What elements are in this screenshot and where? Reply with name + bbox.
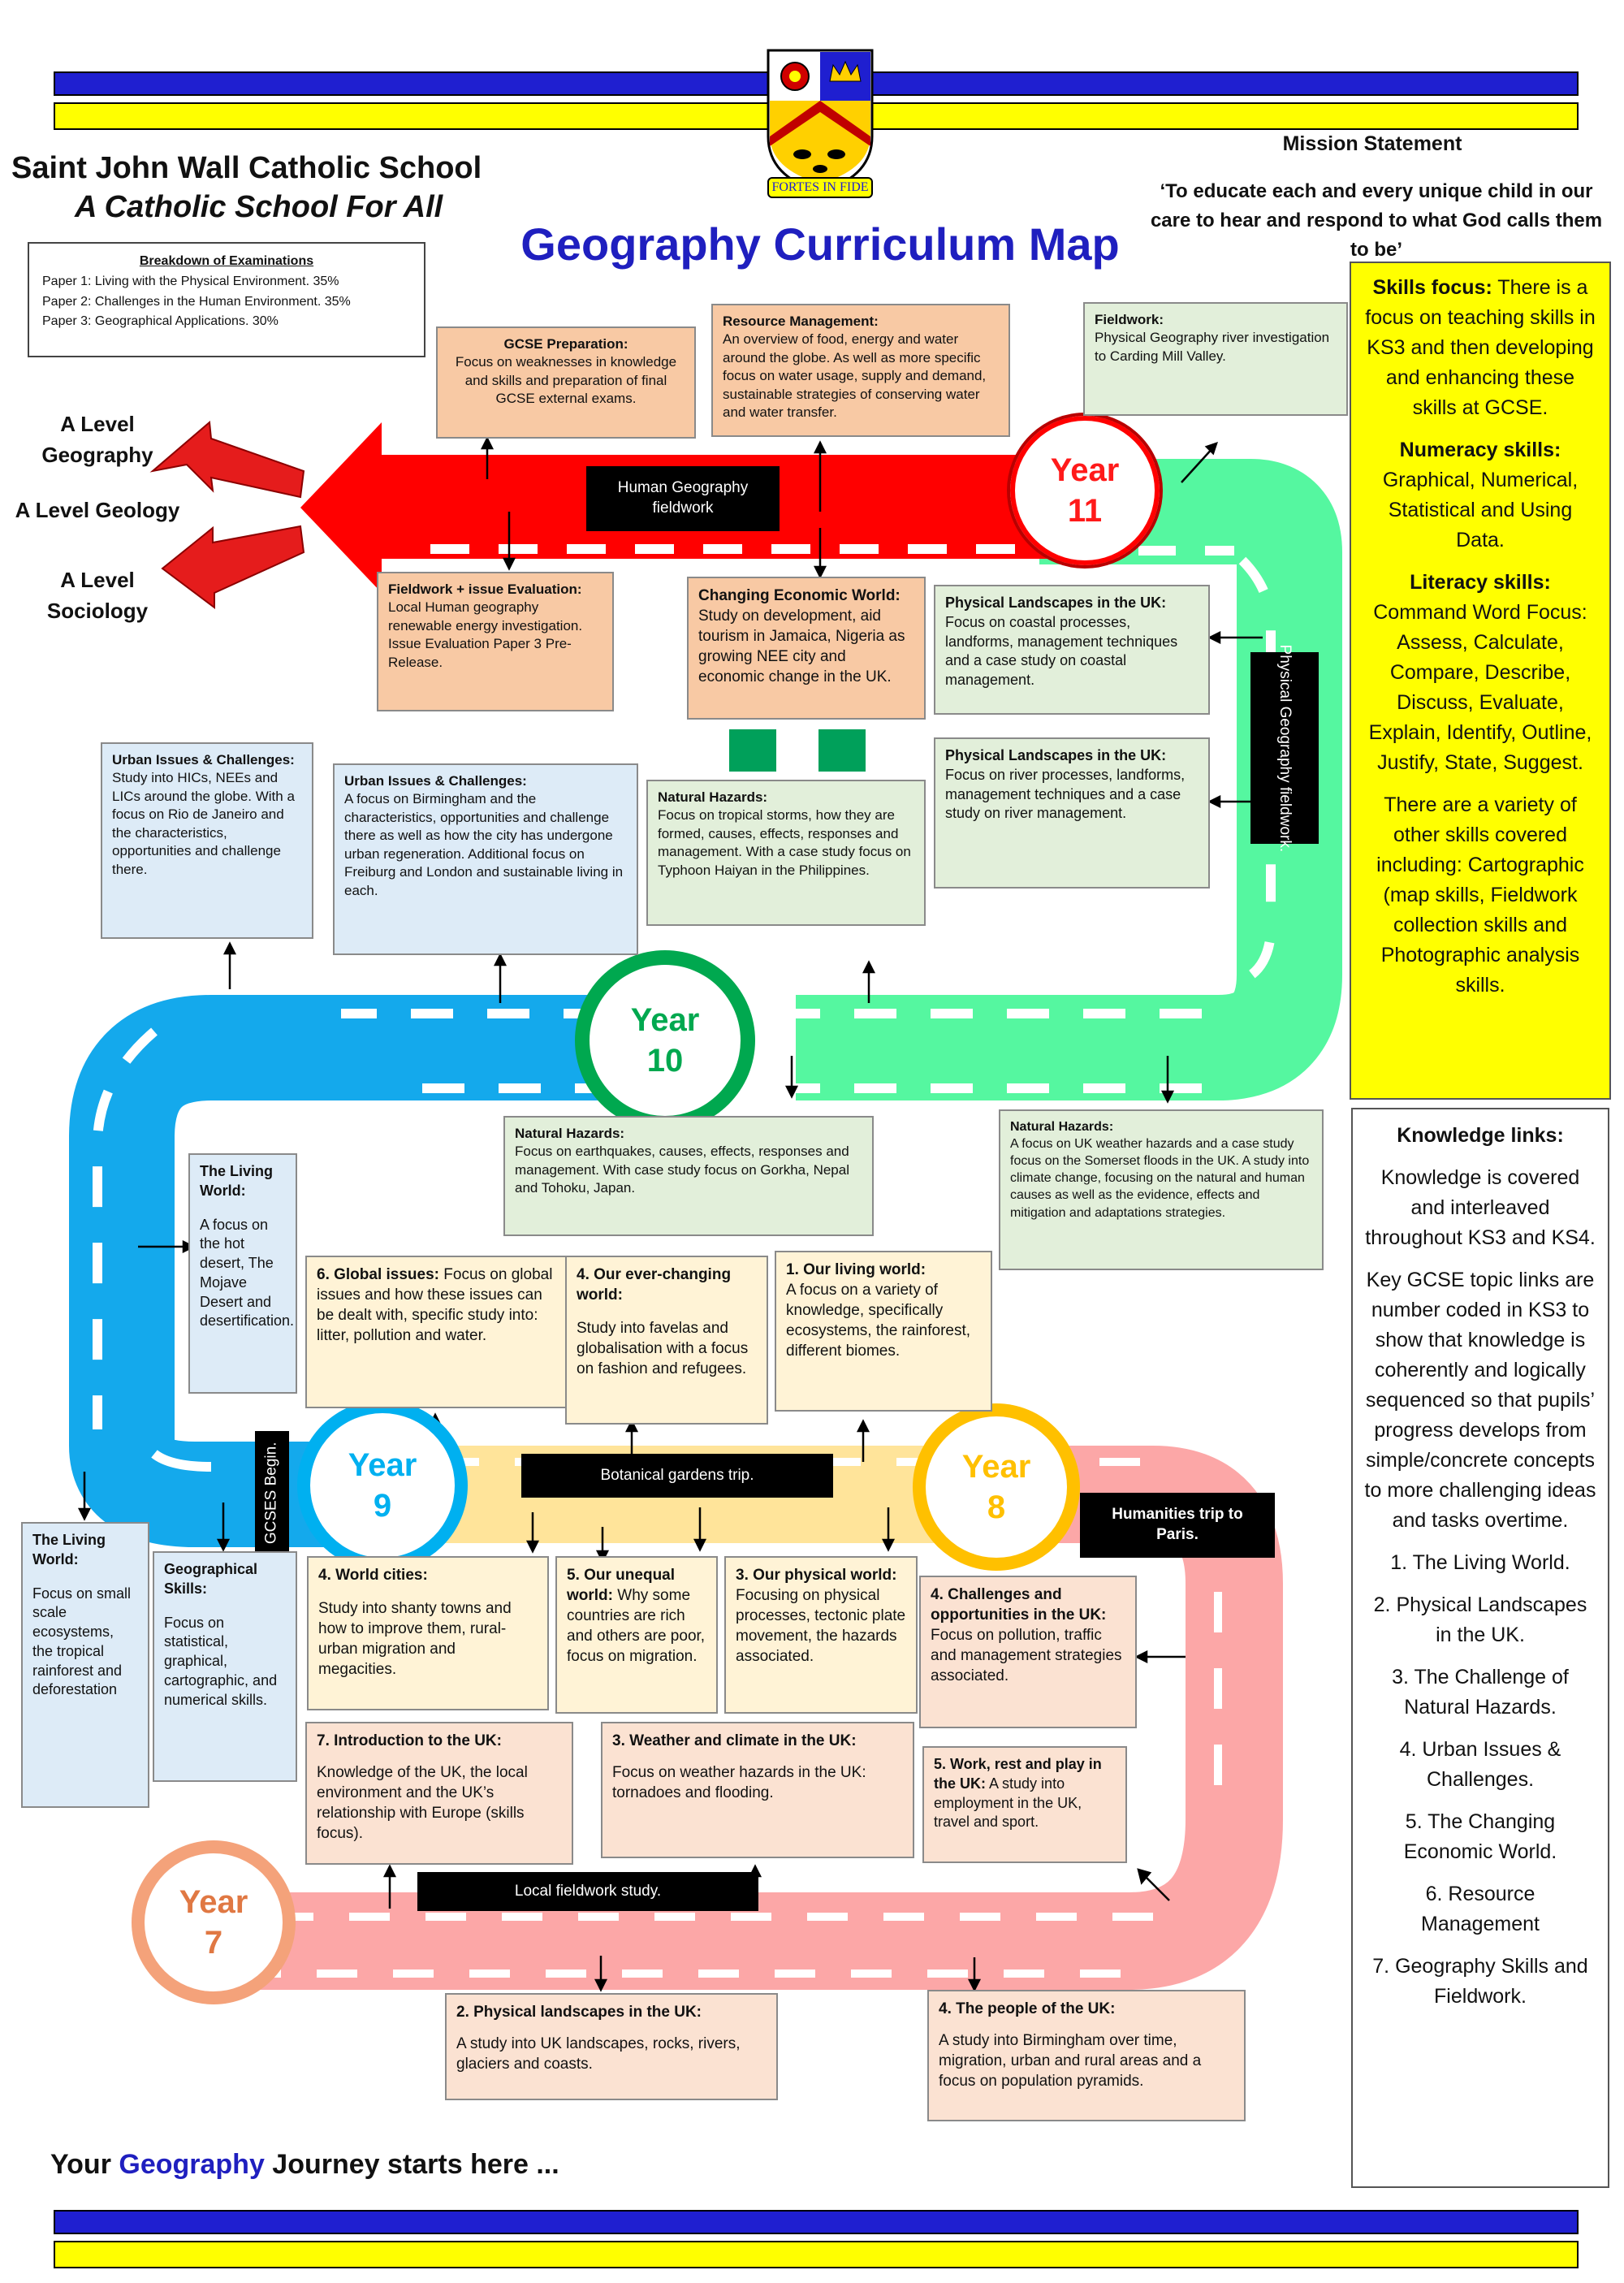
footer-yellow-band bbox=[54, 2241, 1579, 2268]
box-ever-changing-world: 4. Our ever-changing world:Study into fa… bbox=[565, 1256, 768, 1425]
road-year10-blue bbox=[68, 995, 698, 1547]
exam-paper-2: Paper 2: Challenges in the Human Environ… bbox=[42, 294, 351, 309]
knowledge-topic-4: 4. Urban Issues & Challenges. bbox=[1399, 1738, 1561, 1791]
box-living-world-ecosystems: The Living World:Focus on small scale ec… bbox=[21, 1522, 149, 1808]
knowledge-topic-6: 6. Resource Management bbox=[1421, 1883, 1540, 1935]
mission-text: ‘To educate each and every unique child … bbox=[1150, 180, 1603, 261]
box-global-issues: 6. Global issues: Focus on global issues… bbox=[305, 1256, 567, 1408]
knowledge-links-panel: Knowledge links: Knowledge is covered an… bbox=[1351, 1108, 1609, 2188]
footer-blue-band bbox=[54, 2210, 1579, 2234]
box-urban-issues-rio: Urban Issues & Challenges:Study into HIC… bbox=[101, 742, 313, 939]
box-urban-issues-birmingham: Urban Issues & Challenges:A focus on Bir… bbox=[333, 763, 638, 955]
exam-breakdown-box: Breakdown of Examinations Paper 1: Livin… bbox=[28, 242, 425, 357]
journey-tagline: Your Geography Journey starts here ... bbox=[50, 2149, 559, 2180]
box-natural-hazards-storms: Natural Hazards:Focus on tropical storms… bbox=[646, 780, 926, 926]
box-our-living-world: 1. Our living world:A focus on a variety… bbox=[775, 1251, 992, 1412]
box-unequal-world: 5. Our unequal world: Why some countries… bbox=[555, 1556, 718, 1714]
page-title: Geography Curriculum Map bbox=[520, 218, 1120, 270]
school-name: Saint John Wall Catholic School bbox=[11, 151, 482, 185]
knowledge-topic-2: 2. Physical Landscapes in the UK. bbox=[1373, 1593, 1587, 1646]
knowledge-topic-3: 3. The Challenge of Natural Hazards. bbox=[1392, 1666, 1569, 1719]
arrow-a-level-geography bbox=[149, 420, 305, 499]
arrow-a-level-sociology bbox=[161, 525, 305, 609]
literacy-skills: Literacy skills:Command Word Focus: Asse… bbox=[1368, 571, 1592, 774]
box-world-cities: 4. World cities:Study into shanty towns … bbox=[307, 1556, 549, 1710]
knowledge-topic-1: 1. The Living World. bbox=[1390, 1551, 1570, 1574]
a-level-sociology: A Level Sociology bbox=[46, 568, 149, 623]
box-natural-hazards-uk: Natural Hazards:A focus on UK weather ha… bbox=[999, 1109, 1324, 1270]
knowledge-p1: Knowledge is covered and interleaved thr… bbox=[1365, 1166, 1596, 1249]
knowledge-topic-7: 7. Geography Skills and Fieldwork. bbox=[1372, 1955, 1588, 2008]
box-physical-world: 3. Our physical world:Focusing on physic… bbox=[724, 1556, 918, 1714]
box-people-of-uk: 4. The people of the UK:A study into Bir… bbox=[927, 1990, 1246, 2121]
mission-heading: Mission Statement bbox=[1282, 132, 1462, 155]
knowledge-p2: Key GCSE topic links are number coded in… bbox=[1364, 1269, 1596, 1532]
skills-panel: Skills focus: There is a focus on teachi… bbox=[1350, 262, 1611, 1100]
box-geographical-skills: Geographical Skills:Focus on statistical… bbox=[153, 1551, 297, 1782]
knowledge-topic-5: 5. The Changing Economic World. bbox=[1403, 1810, 1557, 1863]
gcses-begin-label: GCSES Begin. bbox=[255, 1431, 289, 1554]
local-fieldwork-label: Local fieldwork study. bbox=[417, 1872, 758, 1911]
box-changing-economic-world: Changing Economic World:Study on develop… bbox=[687, 577, 926, 720]
box-introduction-uk: 7. Introduction to the UK:Knowledge of t… bbox=[305, 1722, 573, 1865]
a-level-geography: A Level Geography bbox=[41, 412, 153, 467]
box-fieldwork-year11: Fieldwork:Physical Geography river inves… bbox=[1083, 302, 1348, 416]
school-crest bbox=[763, 47, 877, 201]
exam-paper-1: Paper 1: Living with the Physical Enviro… bbox=[42, 274, 339, 288]
crest-motto: FORTES IN FIDE bbox=[767, 177, 873, 198]
box-physical-landscapes-uk: 2. Physical landscapes in the UK:A study… bbox=[445, 1993, 778, 2100]
human-fieldwork-label: Human Geography fieldwork bbox=[586, 466, 780, 531]
paris-trip-label: Humanities trip to Paris. bbox=[1080, 1493, 1275, 1558]
botanical-trip-label: Botanical gardens trip. bbox=[521, 1454, 833, 1498]
red-arrowhead bbox=[300, 422, 382, 593]
box-weather-climate-uk: 3. Weather and climate in the UK:Focus o… bbox=[601, 1722, 914, 1858]
box-physical-landscapes-coastal: Physical Landscapes in the UK:Focus on c… bbox=[934, 585, 1210, 715]
other-skills: There are a variety of other skills cove… bbox=[1376, 793, 1584, 997]
box-living-world-desert: The Living World:A focus on the hot dese… bbox=[188, 1153, 297, 1394]
box-work-rest-play: 5. Work, rest and play in the UK: A stud… bbox=[922, 1746, 1127, 1863]
skills-focus: Skills focus: There is a focus on teachi… bbox=[1365, 276, 1596, 419]
physical-fieldwork-label: Physical Geography fieldwork. bbox=[1250, 644, 1319, 852]
box-natural-hazards-earthquakes: Natural Hazards:Focus on earthquakes, ca… bbox=[503, 1116, 874, 1236]
box-fieldwork-issue-evaluation: Fieldwork + issue Evaluation:Local Human… bbox=[377, 572, 614, 711]
box-gcse-preparation: GCSE Preparation:Focus on weaknesses in … bbox=[436, 326, 696, 439]
box-resource-management: Resource Management:An overview of food,… bbox=[711, 304, 1010, 437]
exam-breakdown-heading: Breakdown of Examinations bbox=[139, 254, 314, 268]
a-level-geology: A Level Geology bbox=[15, 498, 180, 522]
knowledge-heading: Knowledge links: bbox=[1397, 1124, 1564, 1147]
school-tagline: A Catholic School For All bbox=[75, 190, 443, 224]
exam-paper-3: Paper 3: Geographical Applications. 30% bbox=[42, 314, 279, 329]
box-physical-landscapes-river: Physical Landscapes in the UK:Focus on r… bbox=[934, 737, 1210, 889]
box-challenges-opportunities-uk: 4. Challenges and opportunities in the U… bbox=[919, 1576, 1137, 1728]
road-year11-green bbox=[796, 459, 1342, 1100]
numeracy-skills: Numeracy skills:Graphical, Numerical, St… bbox=[1382, 439, 1579, 551]
